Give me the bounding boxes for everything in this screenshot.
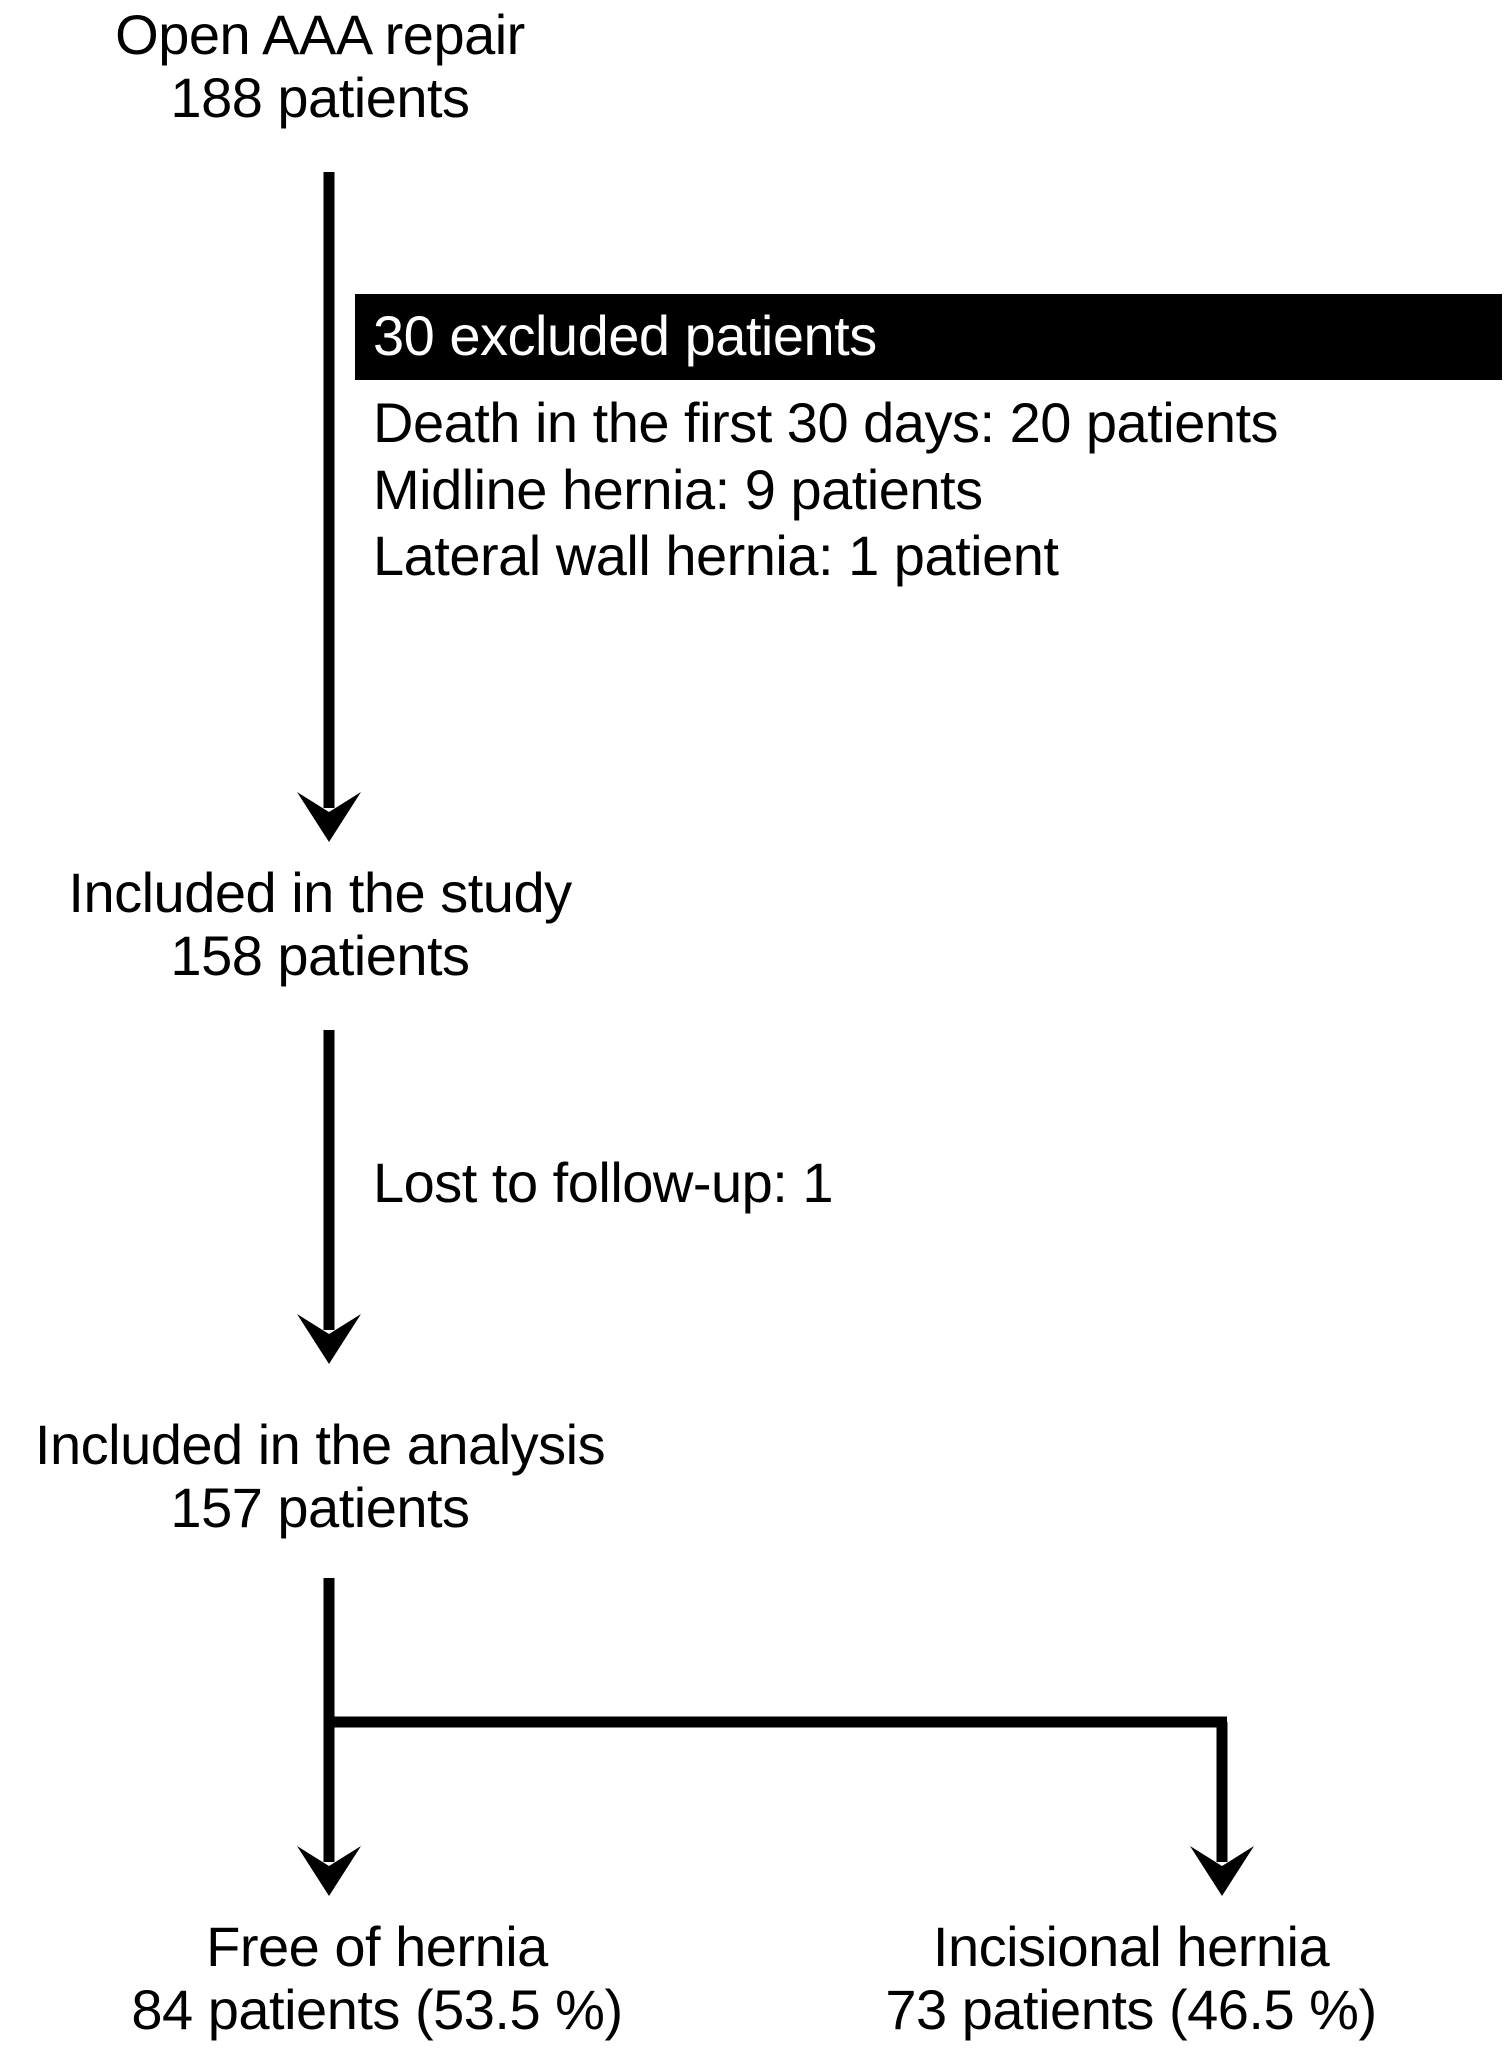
excluded-reason-lateral-wall-hernia: Lateral wall hernia: 1 patient (373, 524, 1059, 588)
node-included-in-analysis-line2: 157 patients (170, 1475, 470, 1539)
excluded-patients-banner: 30 excluded patients (355, 294, 1502, 380)
node-incisional-hernia-line2: 73 patients (46.5 %) (885, 1977, 1377, 2041)
node-lost-to-follow-up: Lost to follow-up: 1 (373, 1151, 1073, 1215)
excluded-reason-midline-hernia: Midline hernia: 9 patients (373, 457, 983, 521)
node-lost-to-follow-up-label: Lost to follow-up: 1 (373, 1151, 834, 1214)
connector-split-to-incisional-hernia (1190, 1722, 1254, 1896)
node-open-aaa-repair: Open AAA repair 188 patients (0, 3, 640, 129)
node-open-aaa-repair-line2: 188 patients (170, 65, 470, 129)
node-included-in-study-line1: Included in the study (68, 861, 572, 924)
node-included-in-analysis: Included in the analysis 157 patients (0, 1413, 640, 1539)
node-included-in-study: Included in the study 158 patients (0, 861, 640, 987)
node-included-in-study-line2: 158 patients (170, 923, 470, 987)
connector-root-to-study (297, 172, 361, 842)
connector-analysis-split (323, 1578, 1227, 1728)
excluded-reason-death: Death in the first 30 days: 20 patients (373, 391, 1279, 454)
node-incisional-hernia-line1: Incisional hernia (932, 1915, 1330, 1978)
node-included-in-analysis-line1: Included in the analysis (34, 1413, 606, 1476)
connector-split-to-free-of-hernia (297, 1722, 361, 1896)
node-free-of-hernia-line2: 84 patients (53.5 %) (131, 1977, 623, 2041)
node-free-of-hernia: Free of hernia 84 patients (53.5 %) (0, 1915, 754, 2041)
connector-study-to-analysis (297, 1030, 361, 1364)
node-incisional-hernia: Incisional hernia 73 patients (46.5 %) (754, 1915, 1508, 2041)
node-excluded-patients: 30 excluded patients Death in the first … (355, 294, 1505, 588)
node-open-aaa-repair-line1: Open AAA repair (115, 3, 525, 66)
node-free-of-hernia-line1: Free of hernia (206, 1915, 548, 1978)
